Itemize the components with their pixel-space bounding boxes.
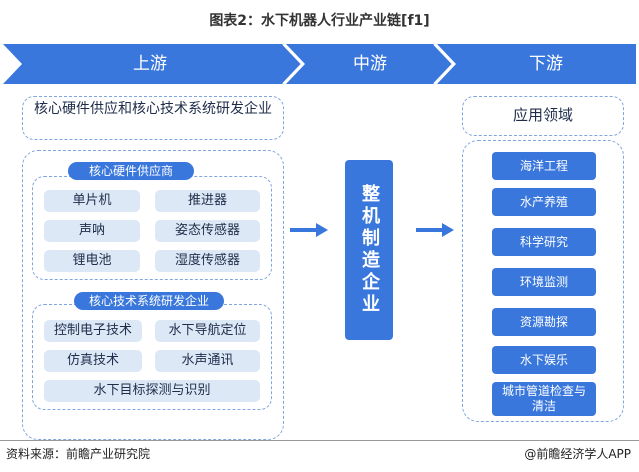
tech-item: 水下导航定位 (155, 320, 260, 342)
hardware-item: 姿态传感器 (155, 220, 260, 242)
application-item: 城市管道检查与清洁 (492, 382, 596, 416)
downstream-label: 下游 (529, 54, 563, 74)
brand-credit: @前瞻经济学人APP (524, 447, 631, 461)
application-item: 环境监测 (492, 268, 596, 296)
tech-item: 水声通讯 (155, 350, 260, 372)
tech-item: 水下目标探测与识别 (44, 380, 260, 402)
application-item: 水下娱乐 (492, 346, 596, 374)
upstream-heading: 核心硬件供应和核心技术系统研发企业 (22, 96, 284, 140)
upstream-chevron (3, 44, 302, 84)
upstream-label: 上游 (133, 54, 167, 74)
hardware-item: 单片机 (44, 190, 140, 212)
midstream-box: 整机制造企业 (345, 160, 393, 340)
downstream-chevron (437, 44, 636, 84)
application-item: 科学研究 (492, 228, 596, 256)
tech-group-label: 核心技术系统研发企业 (74, 292, 224, 310)
hardware-item: 锂电池 (44, 250, 140, 272)
stage-banner (3, 44, 636, 84)
application-item: 资源勘探 (492, 308, 596, 336)
tech-item: 仿真技术 (44, 350, 142, 372)
source-note: 资料来源：前瞻产业研究院 (6, 447, 151, 461)
midstream-chevron (286, 44, 453, 84)
application-item: 海洋工程 (492, 152, 596, 180)
hardware-group-label: 核心硬件供应商 (68, 162, 194, 180)
footer-divider (0, 440, 639, 441)
arrow-right-icon (416, 223, 454, 237)
hardware-item: 湿度传感器 (155, 250, 260, 272)
application-item: 水产养殖 (492, 188, 596, 216)
chart-title: 图表2：水下机器人行业产业链[f1] (209, 13, 430, 29)
downstream-heading: 应用领域 (462, 96, 624, 136)
hardware-item: 声呐 (44, 220, 140, 242)
arrow-right-icon (290, 223, 328, 237)
midstream-label: 中游 (353, 54, 387, 74)
tech-item: 控制电子技术 (44, 320, 142, 342)
hardware-item: 推进器 (155, 190, 260, 212)
